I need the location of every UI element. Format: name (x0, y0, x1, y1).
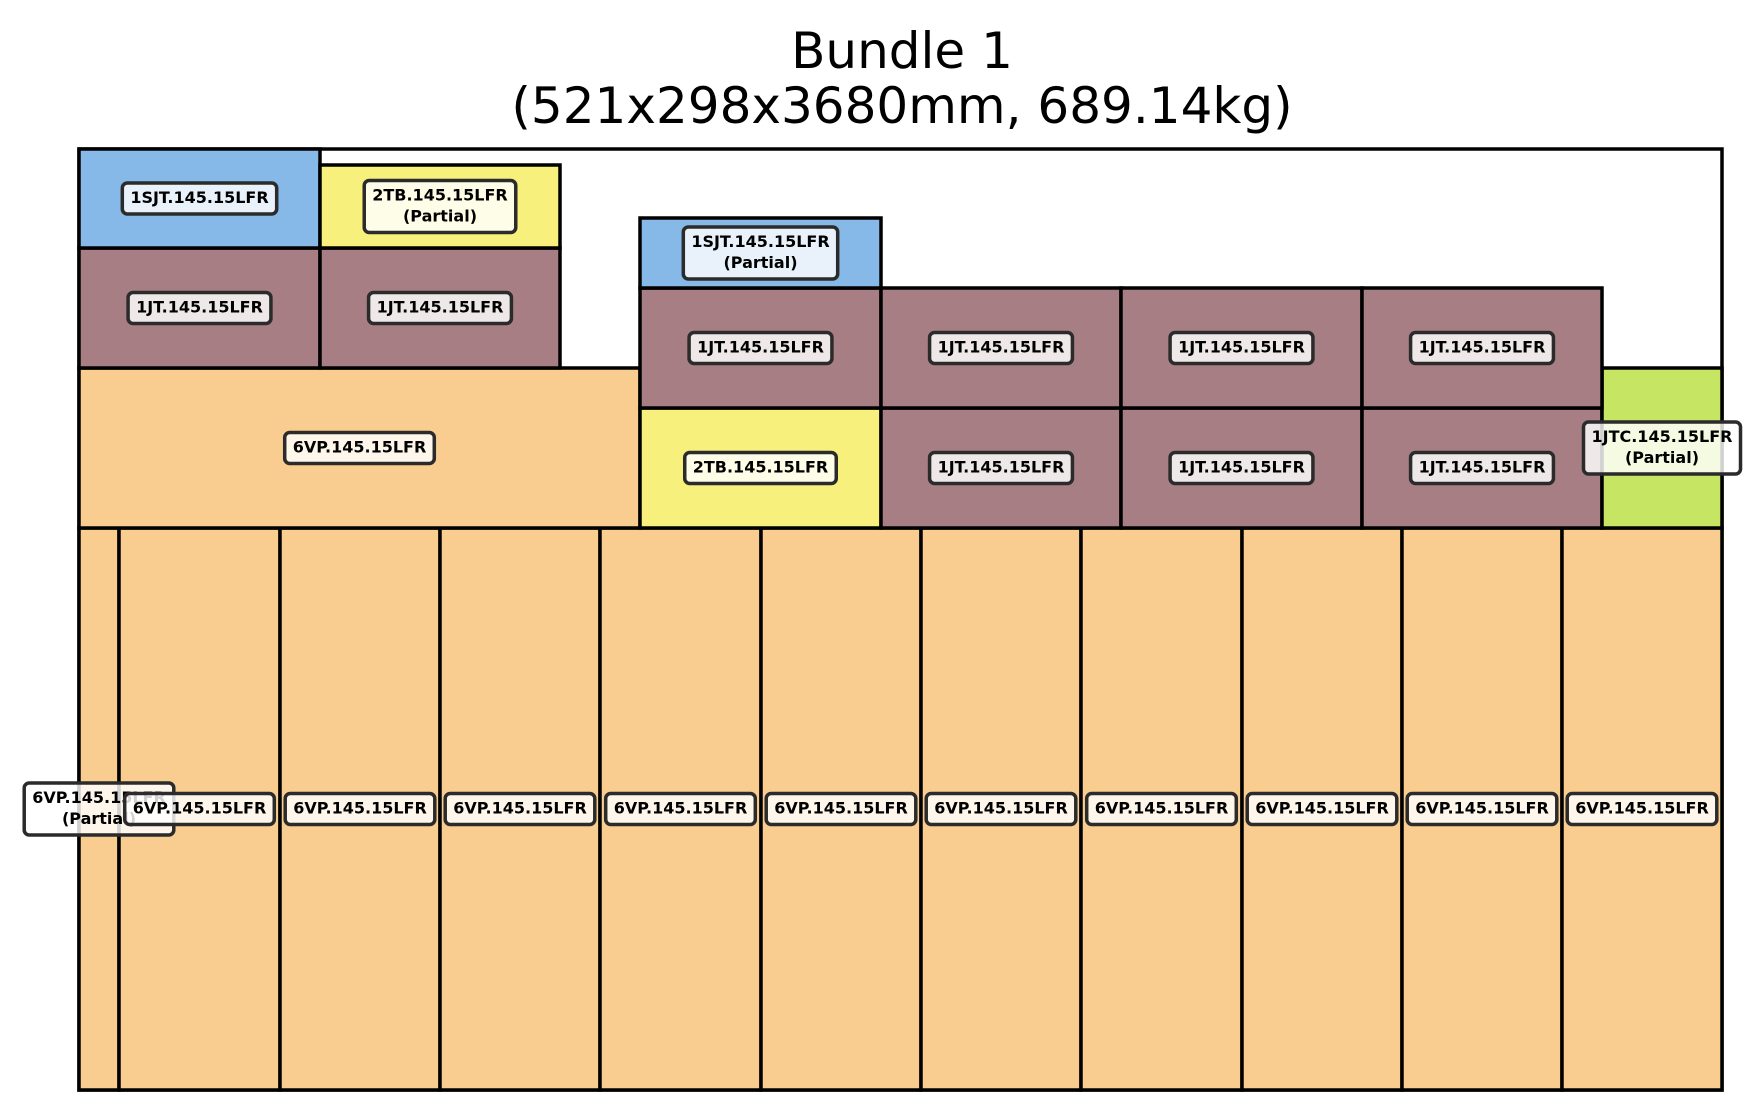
box-label-part: 1SJT.145.15LFR (130, 188, 268, 207)
box-label-background (122, 791, 277, 827)
box-label: 6VP.145.15LFR (764, 791, 918, 827)
box-label-part: 6VP.145.15LFR (934, 799, 1068, 818)
box-label-part: 1JT.145.15LFR (938, 458, 1065, 477)
box-label-background (927, 330, 1075, 366)
box-label: 6VP.145.15LFR (283, 791, 437, 827)
box-label-part: 6VP.145.15LFR (614, 799, 748, 818)
box-label-part: 1JT.145.15LFR (377, 298, 504, 317)
boxes-layer (77, 147, 1724, 1092)
box-label: 1JT.145.15LFR (927, 450, 1075, 486)
box-label: 1JT.145.15LFR (1408, 330, 1556, 366)
box-label-part: 1JT.145.15LFR (938, 338, 1065, 357)
box-label-background (1408, 330, 1556, 366)
box-label-part: 6VP.145.15LFR (1575, 799, 1709, 818)
diagram-title-line-2: (521x298x3680mm, 689.14kg) (511, 77, 1292, 135)
box-label-part: 1JT.145.15LFR (1178, 458, 1305, 477)
box-label-part: 1JTC.145.15LFR (1591, 427, 1732, 446)
box-label: 1JT.145.15LFR (927, 330, 1075, 366)
box-label-background (1168, 450, 1315, 486)
box-label: 1JT.145.15LFR (1168, 450, 1315, 486)
box-label: 6VP.145.15LFR (1245, 791, 1399, 827)
box-label-background (603, 791, 758, 827)
box-label-background (927, 450, 1075, 486)
box-label-part: 6VP.145.15LFR (133, 799, 267, 818)
box-label-background (1581, 420, 1743, 476)
box-label-part: 1JT.145.15LFR (1419, 338, 1546, 357)
box-label: 1JT.145.15LFR (1408, 450, 1556, 486)
box-label-part: 6VP.145.15LFR (293, 799, 427, 818)
box-label-part: 6VP.145.15LFR (1415, 799, 1549, 818)
box-label-part: 6VP.145.15LFR (1255, 799, 1389, 818)
box-label: 1JT.145.15LFR (366, 290, 514, 326)
box-label: 1JT.145.15LFR (687, 330, 834, 366)
box-label-background (687, 330, 834, 366)
box-label: 6VP.145.15LFR (282, 430, 437, 466)
box-label-background (1084, 791, 1239, 827)
box-label-part: 2TB.145.15LFR (372, 186, 508, 205)
box-label-background (1565, 791, 1719, 827)
box-label: 2TB.145.15LFR (682, 450, 839, 486)
box-label: 1SJT.145.15LFR (120, 181, 279, 216)
box-label-part: 2TB.145.15LFR (693, 458, 829, 477)
box-label-background (681, 225, 840, 281)
diagram-title-line-1: Bundle 1 (791, 22, 1013, 80)
box-label: 6VP.145.15LFR (1084, 791, 1239, 827)
box-label-background (120, 181, 279, 216)
box-label-note: (Partial) (62, 809, 136, 828)
box-label-background (283, 791, 437, 827)
box-label-part: 1JT.145.15LFR (697, 338, 824, 357)
box-label-background (126, 290, 273, 326)
box-label-background (1168, 330, 1315, 366)
box-label-background (1245, 791, 1399, 827)
box-label-note: (Partial) (403, 207, 477, 226)
box-label-part: 1JT.145.15LFR (1178, 338, 1305, 357)
box-label: 1SJT.145.15LFR (Partial) (681, 225, 840, 281)
box-label: 1JTC.145.15LFR (Partial) (1581, 420, 1743, 476)
box-label-note: (Partial) (723, 253, 797, 272)
box-label-background (282, 430, 437, 466)
box-label: 1JT.145.15LFR (1168, 330, 1315, 366)
box-label-part: 1SJT.145.15LFR (691, 232, 829, 251)
box-label-background (366, 290, 514, 326)
box-label: 6VP.145.15LFR (1565, 791, 1719, 827)
box-label-background (362, 178, 518, 235)
box-label: 6VP.145.15LFR (1405, 791, 1559, 827)
box-label-background (924, 791, 1078, 827)
box-label: 6VP.145.15LFR (443, 791, 597, 827)
box-label-part: 1JT.145.15LFR (1419, 458, 1546, 477)
box-label: 2TB.145.15LFR (Partial) (362, 178, 518, 235)
box-label: 6VP.145.15LFR (603, 791, 758, 827)
box-label-part: 6VP.145.15LFR (453, 799, 587, 818)
box-label-part: 1JT.145.15LFR (136, 298, 263, 317)
box-label: 6VP.145.15LFR (924, 791, 1078, 827)
box-label-background (764, 791, 918, 827)
box-label-background (682, 450, 839, 486)
box-label-part: 6VP.145.15LFR (774, 799, 908, 818)
box-label-part: 6VP.145.15LFR (293, 438, 427, 457)
box-label: 6VP.145.15LFR (122, 791, 277, 827)
box-label-part: 6VP.145.15LFR (1095, 799, 1229, 818)
box-label-background (443, 791, 597, 827)
box-label-background (1405, 791, 1559, 827)
box-label: 1JT.145.15LFR (126, 290, 273, 326)
box-label-background (1408, 450, 1556, 486)
box-label-note: (Partial) (1625, 448, 1699, 467)
